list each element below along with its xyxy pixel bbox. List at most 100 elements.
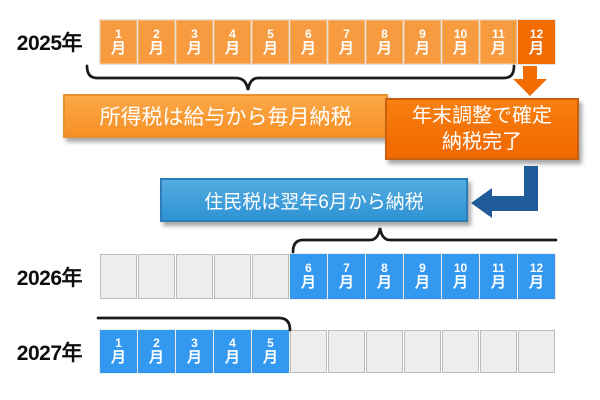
month-suffix: 月 (490, 39, 506, 57)
month-suffix: 月 (148, 349, 164, 366)
year-label: 2026年 (16, 266, 83, 290)
month-suffix: 月 (110, 39, 126, 57)
resident-tax-label: 住民税は翌年6月から納税 (204, 191, 424, 213)
month-number: 9 (419, 26, 426, 41)
month-cell-empty (366, 330, 403, 373)
month-number: 4 (229, 26, 236, 41)
month-number: 7 (343, 261, 350, 275)
month-number: 3 (191, 26, 198, 41)
month-suffix: 月 (262, 349, 278, 366)
month-suffix: 月 (528, 274, 544, 291)
month-suffix: 月 (490, 274, 506, 291)
month-number: 12 (529, 261, 544, 275)
month-number: 6 (305, 261, 312, 275)
month-number: 2 (153, 26, 160, 41)
month-suffix: 月 (338, 39, 354, 57)
month-suffix: 月 (224, 39, 240, 57)
month-cell-empty (442, 330, 479, 373)
year-end-adjustment-callout: 年末調整で確定 納税完了 (385, 98, 579, 160)
month-number: 6 (305, 26, 312, 41)
month-number: 4 (229, 336, 236, 350)
month-number: 5 (267, 26, 274, 41)
month-suffix: 月 (414, 39, 430, 57)
month-suffix: 月 (262, 39, 278, 57)
month-cell-empty (290, 330, 327, 373)
income-tax-label: 所得税は給与から毎月納税 (99, 106, 352, 129)
bracket-2027-jan-may (96, 316, 292, 332)
month-number: 11 (492, 261, 505, 275)
month-suffix: 月 (414, 274, 430, 291)
month-number: 11 (492, 26, 505, 41)
month-number: 9 (419, 261, 426, 275)
elbow-left-arrow-icon (471, 166, 538, 218)
month-cell-empty (404, 330, 441, 373)
month-suffix: 月 (452, 274, 468, 291)
month-cell-empty (518, 330, 555, 373)
bracket-2026-jun-dec (291, 227, 558, 254)
month-cell-empty (138, 254, 175, 299)
down-arrow-icon (513, 66, 547, 96)
resident-tax-callout: 住民税は翌年6月から納税 (160, 178, 468, 222)
month-cell-empty (100, 254, 137, 299)
month-suffix: 月 (452, 39, 468, 57)
month-number: 1 (115, 26, 122, 41)
bracket-2025-months-1-11 (85, 64, 516, 91)
month-number: 10 (453, 261, 468, 275)
month-cell-empty (480, 330, 517, 373)
month-suffix: 月 (186, 349, 202, 366)
month-suffix: 月 (186, 39, 202, 57)
year-end-adjustment-line2: 納税完了 (442, 131, 522, 153)
month-suffix: 月 (528, 39, 544, 57)
month-number: 8 (381, 261, 388, 275)
month-number: 7 (343, 26, 350, 41)
month-number: 1 (115, 336, 122, 350)
month-suffix: 月 (376, 39, 392, 57)
month-cell-empty (214, 254, 251, 299)
month-cell-empty (252, 254, 289, 299)
year-end-adjustment-line1: 年末調整で確定 (412, 105, 552, 127)
month-suffix: 月 (300, 274, 316, 291)
month-number: 10 (453, 26, 468, 41)
month-suffix: 月 (110, 349, 126, 366)
month-number: 12 (529, 26, 544, 41)
year-label: 2025年 (16, 32, 83, 55)
month-suffix: 月 (300, 39, 316, 57)
month-suffix: 月 (338, 274, 354, 291)
income-tax-callout: 所得税は給与から毎月納税 (63, 94, 388, 138)
month-cell-empty (176, 254, 213, 299)
month-number: 2 (153, 336, 160, 350)
month-suffix: 月 (376, 274, 392, 291)
month-number: 3 (191, 336, 198, 350)
month-suffix: 月 (148, 39, 164, 57)
month-cell-empty (328, 330, 365, 373)
